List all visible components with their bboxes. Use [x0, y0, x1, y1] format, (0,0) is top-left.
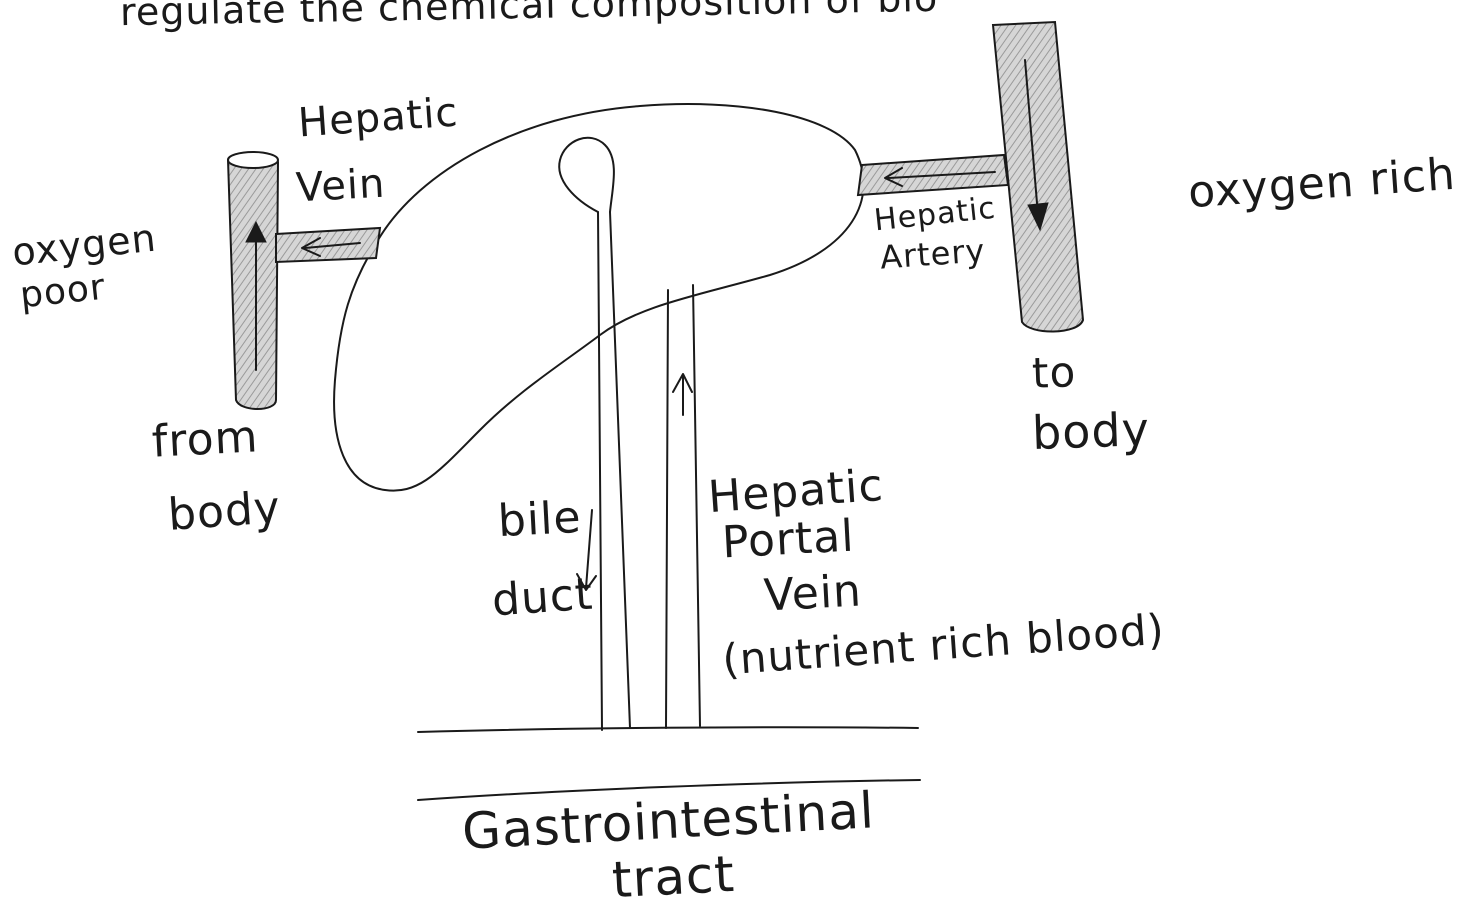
from-body-label-line1: from — [151, 415, 260, 465]
gi-tract-label-line2: tract — [611, 849, 736, 905]
from-body-label-line2: body — [167, 486, 283, 538]
portal-vein-line-left — [666, 290, 668, 728]
bile-duct-line-left — [598, 212, 602, 730]
to-body-label-line1: to — [1031, 351, 1077, 395]
gi-tract-top-line — [418, 727, 918, 732]
hepatic-portal-label-line3: Vein — [763, 569, 863, 618]
bile-duct-label-line1: bile — [497, 496, 583, 544]
bile-duct-line-right — [610, 212, 630, 728]
portal-vein-line-right — [693, 285, 700, 726]
hepatic-vein-vessel — [228, 153, 278, 409]
hepatic-artery-label-line2: Artery — [879, 234, 986, 273]
portal-vein-up-arrow — [673, 374, 692, 415]
hepatic-vein-label-line1: Hepatic — [297, 92, 460, 143]
to-body-label-line2: body — [1031, 406, 1150, 456]
hepatic-vein-label-line2: Vein — [295, 164, 386, 209]
hepatic-vein-vessel-top — [228, 152, 278, 168]
gallbladder-outline — [559, 138, 614, 212]
hepatic-portal-label-line1: Hepatic — [707, 464, 885, 520]
bile-duct-label-line2: duct — [491, 573, 595, 624]
hepatic-portal-label-line2: Portal — [721, 515, 856, 566]
oxygen-poor-label-line2: poor — [18, 270, 107, 315]
